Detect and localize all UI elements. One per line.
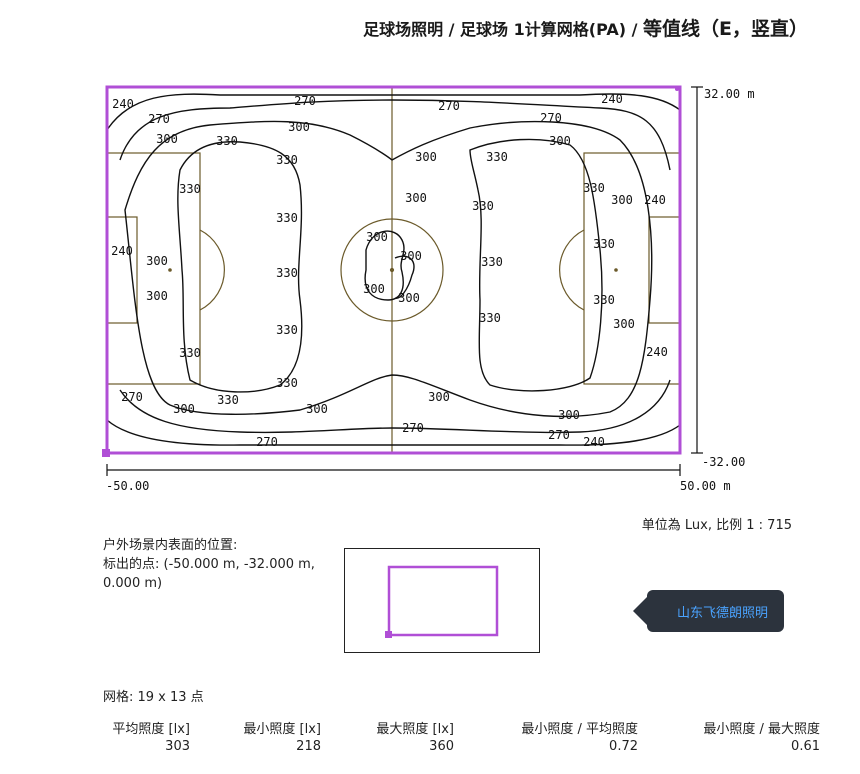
stat-value: 360 bbox=[429, 739, 454, 754]
contour-label: 330 bbox=[593, 237, 615, 251]
contour-label: 300 bbox=[288, 120, 310, 134]
contour-label: 330 bbox=[486, 150, 508, 164]
contour-label: 330 bbox=[276, 376, 298, 390]
stat-min-avg: 最小照度 / 平均照度 0.72 bbox=[500, 718, 638, 754]
contour-lines bbox=[106, 93, 681, 446]
contour-330-left bbox=[177, 141, 303, 393]
contour-label: 270 bbox=[121, 390, 143, 404]
contour-label: 300 bbox=[146, 289, 168, 303]
x-axis-right-label: 50.00 m bbox=[680, 479, 731, 493]
contour-label: 300 bbox=[611, 193, 633, 207]
y-axis-bottom-label: -32.00 bbox=[702, 455, 745, 469]
stat-label: 平均照度 [lx] bbox=[112, 722, 190, 737]
unit-scale: 单位為 Lux, 比例 1 : 715 bbox=[641, 518, 792, 533]
contour-300-left bbox=[124, 120, 653, 418]
stat-min-max: 最小照度 / 最大照度 0.61 bbox=[682, 718, 820, 754]
contour-labels: 240 270 300 330 300 330 330 330 330 330 … bbox=[111, 92, 668, 449]
contour-label: 330 bbox=[479, 311, 501, 325]
grid-frame bbox=[105, 85, 682, 455]
contour-label: 330 bbox=[216, 134, 238, 148]
contour-label: 300 bbox=[366, 230, 388, 244]
contour-label: 300 bbox=[400, 249, 422, 263]
contour-label: 300 bbox=[173, 402, 195, 416]
contour-240-bottom bbox=[106, 419, 681, 446]
x-axis-left-label: -50.00 bbox=[106, 479, 149, 493]
contour-label: 330 bbox=[472, 199, 494, 213]
contour-label: 270 bbox=[548, 428, 570, 442]
stat-value: 0.61 bbox=[791, 739, 820, 754]
contour-label: 300 bbox=[613, 317, 635, 331]
title-path: 足球场照明 / 足球场 1计算网格(PA) / bbox=[363, 20, 644, 39]
contour-label: 300 bbox=[558, 408, 580, 422]
contour-label: 240 bbox=[646, 345, 668, 359]
contour-label: 270 bbox=[148, 112, 170, 126]
contour-label: 240 bbox=[644, 193, 666, 207]
minimap-drawing bbox=[385, 565, 499, 638]
contour-label: 330 bbox=[276, 153, 298, 167]
contour-label: 330 bbox=[217, 393, 239, 407]
contour-label: 270 bbox=[438, 99, 460, 113]
contour-270-top bbox=[119, 99, 671, 171]
stat-max: 最大照度 [lx] 360 bbox=[368, 718, 454, 754]
contour-label: 330 bbox=[276, 211, 298, 225]
contour-300-center bbox=[364, 230, 405, 301]
contour-label: 270 bbox=[294, 94, 316, 108]
stat-value: 303 bbox=[165, 739, 190, 754]
contour-label: 300 bbox=[398, 291, 420, 305]
contour-label: 330 bbox=[179, 346, 201, 360]
contour-label: 300 bbox=[415, 150, 437, 164]
stat-value: 0.72 bbox=[609, 739, 638, 754]
grid-info: 网格: 19 x 13 点 bbox=[103, 690, 204, 705]
marked-point-line1: 标出的点: (-50.000 m, -32.000 m, bbox=[103, 557, 315, 572]
pitch-markings bbox=[106, 87, 681, 453]
contour-label: 240 bbox=[111, 244, 133, 258]
corner-marker bbox=[675, 87, 679, 91]
contour-label: 240 bbox=[583, 435, 605, 449]
contour-label: 330 bbox=[276, 266, 298, 280]
origin-marker bbox=[102, 449, 110, 457]
contour-label: 330 bbox=[481, 255, 503, 269]
contour-240-top bbox=[106, 93, 681, 131]
contour-label: 240 bbox=[601, 92, 623, 106]
contour-label: 270 bbox=[402, 421, 424, 435]
title-contour-type: 等值线（E，竖直） bbox=[643, 18, 808, 40]
contour-label: 330 bbox=[179, 182, 201, 196]
stat-label: 最小照度 [lx] bbox=[243, 722, 321, 737]
stat-avg: 平均照度 [lx] 303 bbox=[100, 718, 190, 754]
y-axis-top-label: 32.00 m bbox=[704, 87, 755, 101]
stat-min: 最小照度 [lx] 218 bbox=[235, 718, 321, 754]
position-info: 户外场景内表面的位置: 标出的点: (-50.000 m, -32.000 m,… bbox=[103, 536, 315, 593]
contour-label: 300 bbox=[363, 282, 385, 296]
contour-270-bottom bbox=[119, 379, 671, 434]
page-title: 足球场照明 / 足球场 1计算网格(PA) / 等值线（E，竖直） bbox=[363, 14, 808, 41]
position-label: 户外场景内表面的位置: bbox=[103, 538, 238, 553]
contour-label: 330 bbox=[583, 181, 605, 195]
contour-label: 300 bbox=[549, 134, 571, 148]
contour-300-center-b bbox=[394, 255, 415, 299]
contour-label: 300 bbox=[428, 390, 450, 404]
brand-badge: 山东飞德朗照明 bbox=[633, 590, 784, 632]
contour-label: 300 bbox=[405, 191, 427, 205]
stat-label: 最小照度 / 最大照度 bbox=[703, 722, 820, 737]
contour-label: 300 bbox=[156, 132, 178, 146]
marked-point-line2: 0.000 m) bbox=[103, 576, 163, 591]
contour-label: 300 bbox=[306, 402, 328, 416]
contour-label: 300 bbox=[146, 254, 168, 268]
stat-label: 最小照度 / 平均照度 bbox=[521, 722, 638, 737]
contour-label: 240 bbox=[112, 97, 134, 111]
stat-label: 最大照度 [lx] bbox=[376, 722, 454, 737]
minimap bbox=[344, 548, 540, 653]
contour-label: 330 bbox=[276, 323, 298, 337]
contour-label: 270 bbox=[540, 111, 562, 125]
contour-label: 330 bbox=[593, 293, 615, 307]
stat-value: 218 bbox=[296, 739, 321, 754]
contour-330-right bbox=[469, 138, 603, 392]
contour-label: 270 bbox=[256, 435, 278, 449]
dimension-lines bbox=[106, 86, 703, 476]
